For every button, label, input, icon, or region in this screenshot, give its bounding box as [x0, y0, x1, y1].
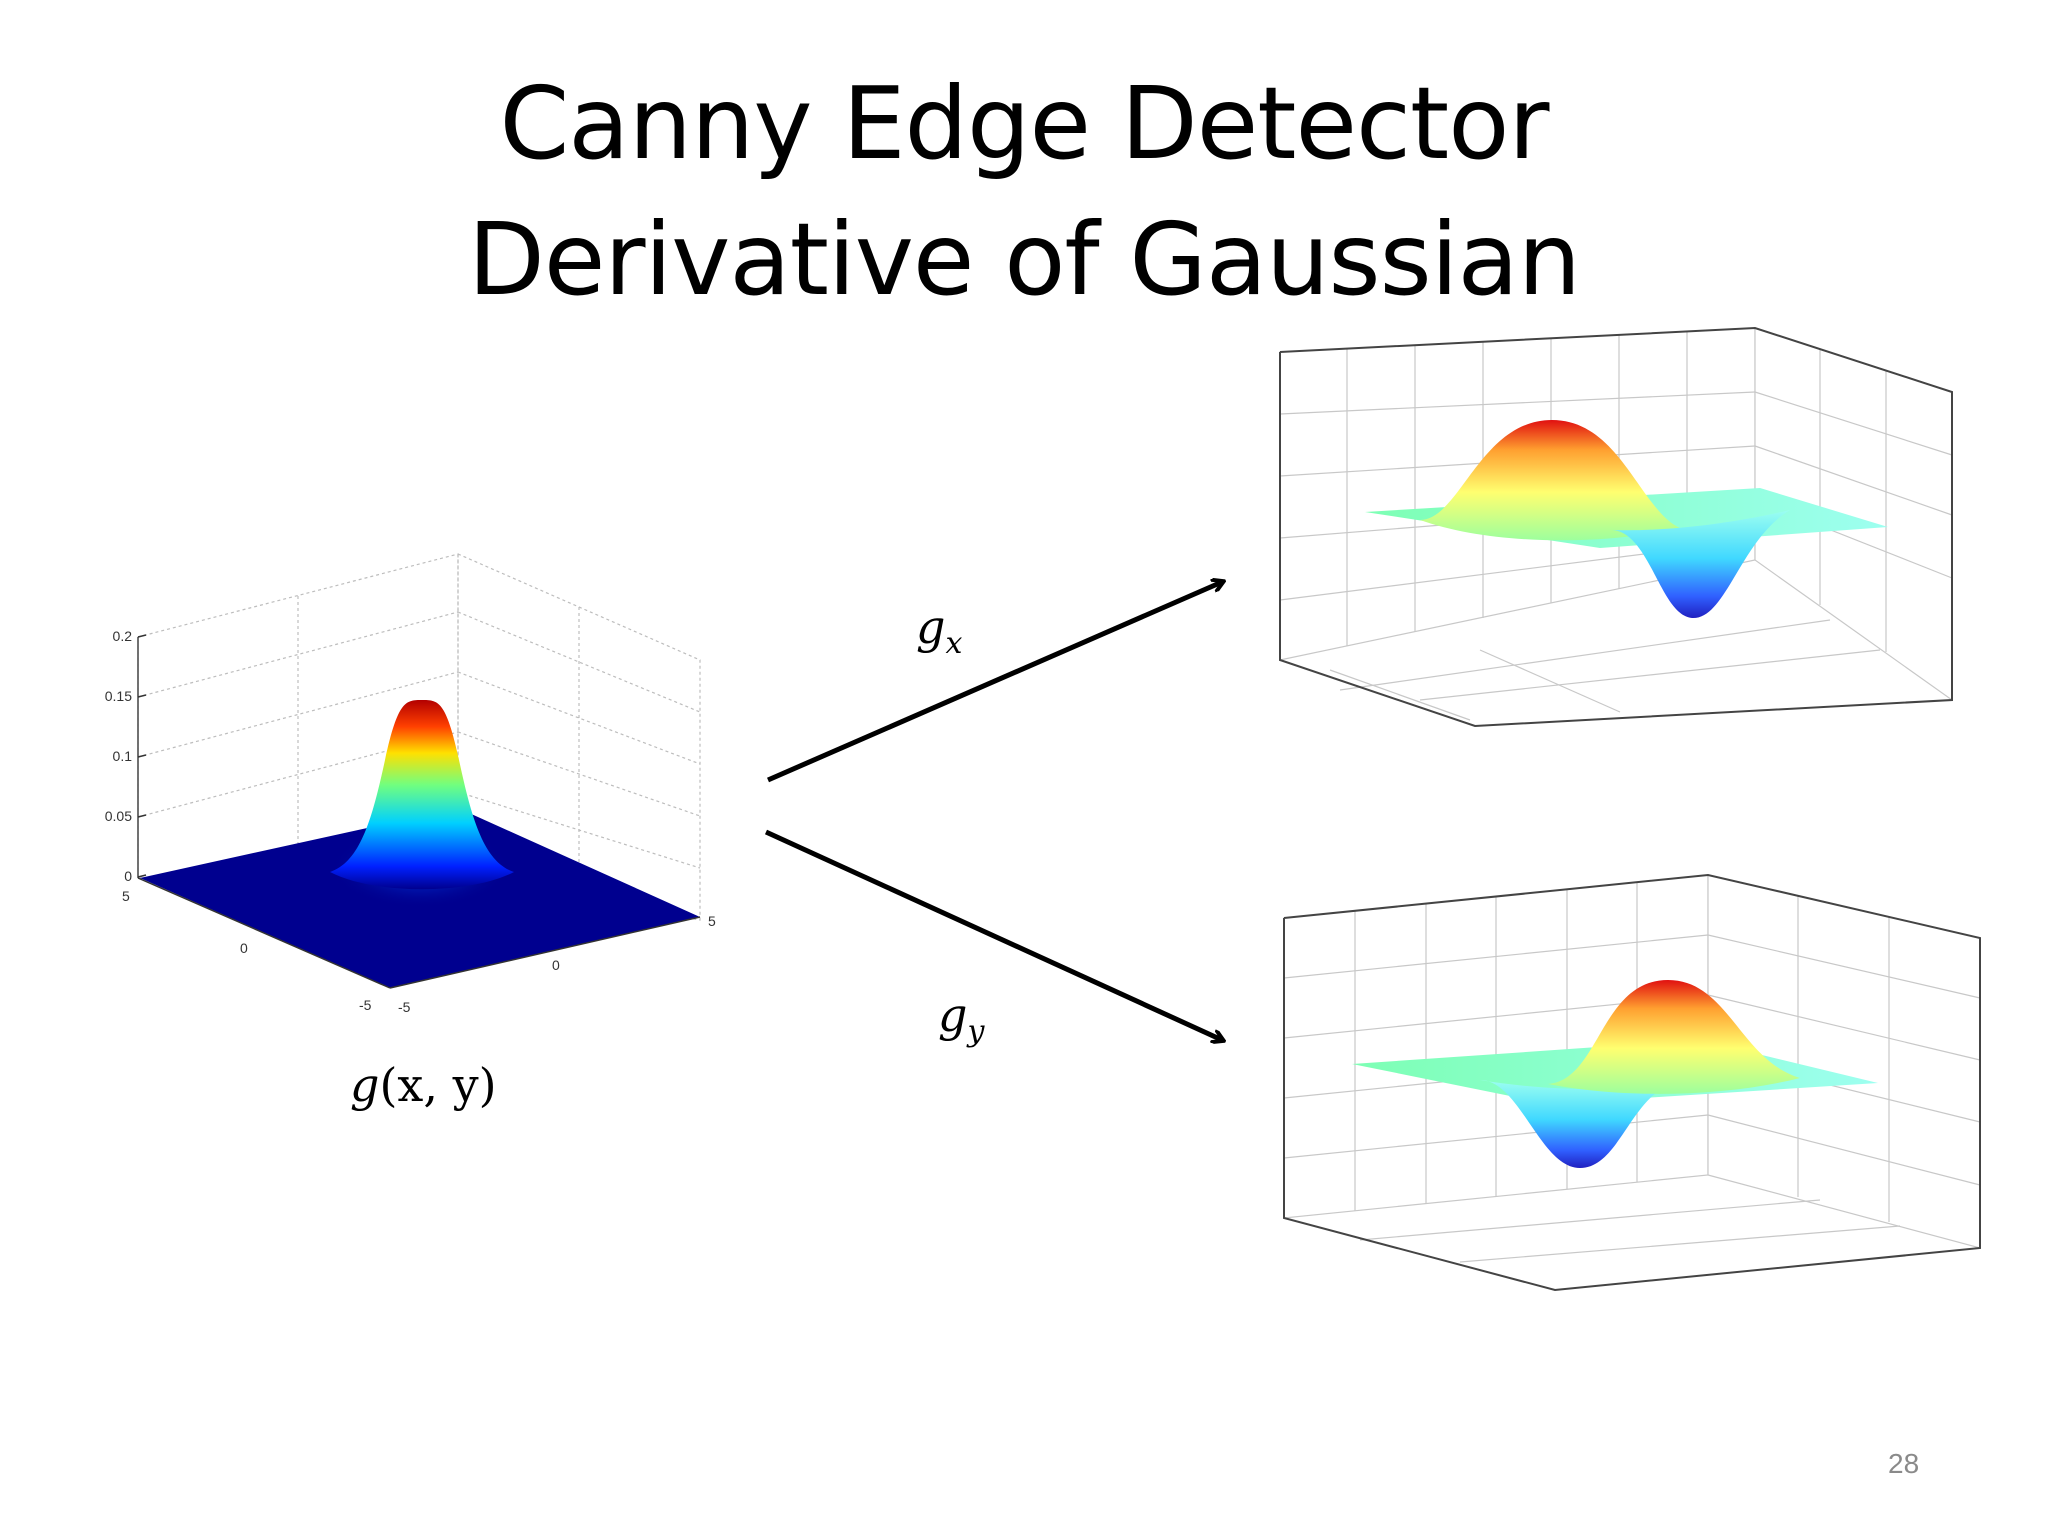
z-tick-label: 0.05	[105, 808, 132, 824]
gaussian-z-tick-marks	[137, 634, 147, 878]
gy-negative-lobe	[1480, 1080, 1670, 1168]
x-tick-label: 0	[552, 957, 560, 973]
gy-label-base: g	[938, 988, 968, 1042]
gy-label: gy	[938, 988, 984, 1049]
gy-positive-lobe	[1548, 980, 1800, 1094]
y-tick-label: 0	[240, 940, 248, 956]
gx-label-subscript: x	[945, 626, 963, 661]
slide-title: Canny Edge Detector	[499, 65, 1549, 182]
z-tick-label: 0.1	[113, 748, 133, 764]
gaussian-fn-args: (x, y)	[379, 1058, 497, 1112]
gx-positive-lobe	[1420, 420, 1680, 541]
gy-surface-plot	[1283, 873, 1981, 1292]
gaussian-label: g(x, y)	[350, 1058, 497, 1112]
gx-negative-lobe	[1612, 510, 1790, 619]
z-tick-label: 0.2	[113, 628, 133, 644]
gy-label-subscript: y	[967, 1014, 985, 1049]
gx-surface-plot	[1279, 326, 1953, 728]
gaussian-fn-symbol: g	[350, 1058, 380, 1112]
gaussian-surface-plot: 0.2 0.15 0.1 0.05 0 5 0 -5 -5 0 5	[105, 553, 716, 1015]
x-tick-label: -5	[398, 999, 411, 1015]
gx-label: gx	[916, 600, 962, 661]
gaussian-peak	[330, 700, 514, 890]
arrow-to-gy	[764, 829, 1222, 1040]
z-tick-label: 0	[124, 868, 132, 884]
page-number: 28	[1888, 1448, 1920, 1479]
y-tick-label: -5	[359, 997, 372, 1013]
slide-subtitle: Derivative of Gaussian	[467, 201, 1581, 318]
x-tick-label: 5	[708, 913, 716, 929]
y-tick-label: 5	[122, 888, 130, 904]
gx-label-base: g	[916, 600, 946, 654]
arrow-to-gx	[767, 582, 1222, 783]
z-tick-label: 0.15	[105, 688, 132, 704]
